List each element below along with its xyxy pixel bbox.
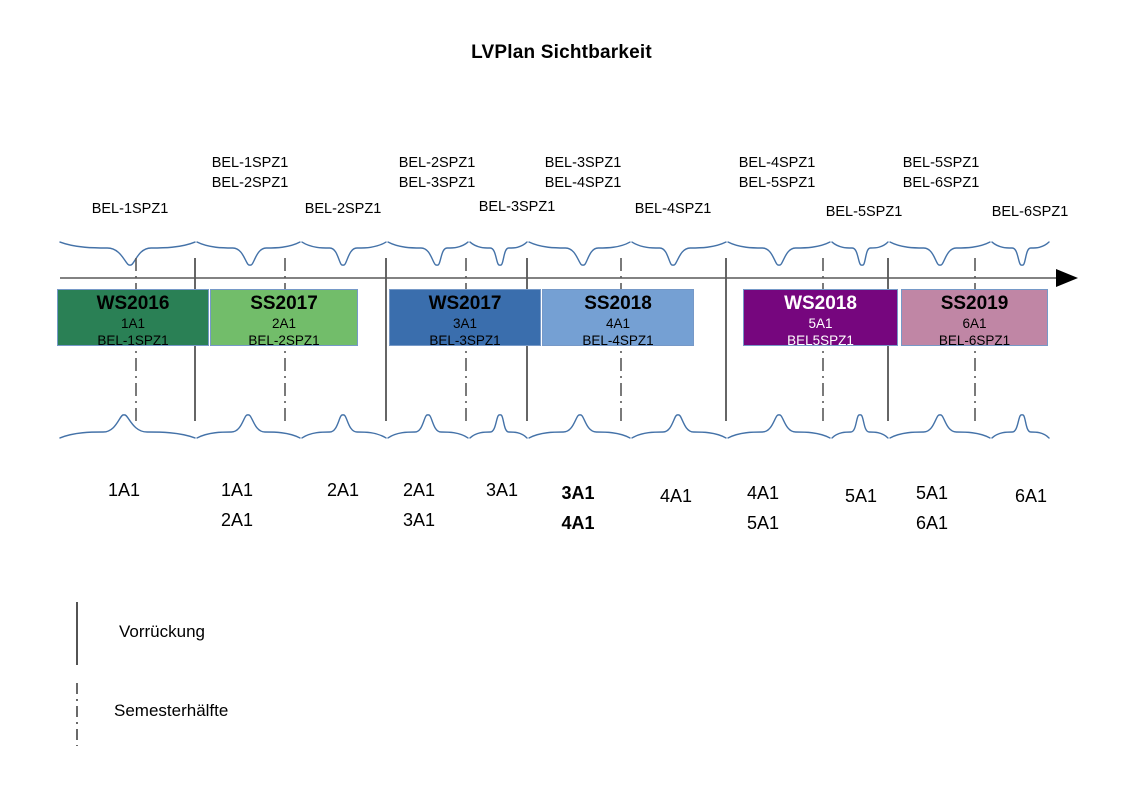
semester-code: 1A1 xyxy=(120,316,146,331)
bottom-brace-5 xyxy=(528,414,631,439)
bottom-label: 4A1 xyxy=(659,486,693,506)
top-label: BEL-3SPZ1 xyxy=(478,199,556,215)
legend-label-solid: Vorrückung xyxy=(119,622,205,641)
semester-name: WS2018 xyxy=(784,293,857,314)
top-label: BEL-4SPZ1 BEL-5SPZ1 xyxy=(738,155,816,191)
top-brace-7 xyxy=(727,241,831,266)
top-brace-10 xyxy=(991,241,1050,266)
top-brace-9 xyxy=(889,241,991,266)
top-braces xyxy=(59,241,1050,266)
bottom-brace-6 xyxy=(631,414,727,439)
bottom-brace-0 xyxy=(59,414,196,439)
top-brace-6 xyxy=(631,241,727,266)
semester-code: 6A1 xyxy=(962,316,987,331)
bottom-brace-2 xyxy=(301,414,387,439)
bottom-label: 6A1 xyxy=(1014,486,1048,506)
top-brace-5 xyxy=(528,241,631,266)
top-label: BEL-6SPZ1 xyxy=(991,204,1069,220)
top-brace-3 xyxy=(387,241,469,266)
bottom-label: 3A1 xyxy=(485,480,519,500)
semester-bel: BEL5SPZ1 xyxy=(787,333,854,346)
bottom-label: 2A1 xyxy=(326,480,360,500)
top-label: BEL-1SPZ1 BEL-2SPZ1 xyxy=(211,155,289,191)
semester-bel: BEL-3SPZ1 xyxy=(429,333,501,346)
axis-arrow-icon xyxy=(1056,269,1078,287)
semester-bel: BEL-4SPZ1 xyxy=(582,333,654,346)
top-label: BEL-2SPZ1 BEL-3SPZ1 xyxy=(398,155,476,191)
top-label: BEL-1SPZ1 xyxy=(91,201,169,217)
page-title: LVPlan Sichtbarkeit xyxy=(471,42,652,63)
bottom-label: 1A1 2A1 xyxy=(220,480,254,530)
top-label: BEL-3SPZ1 BEL-4SPZ1 xyxy=(544,155,622,191)
top-label: BEL-4SPZ1 xyxy=(634,201,712,217)
bottom-label: 3A1 4A1 xyxy=(561,483,595,533)
semester-code: 3A1 xyxy=(452,316,478,331)
semester-bel: BEL-2SPZ1 xyxy=(248,333,320,346)
semester-code: 2A1 xyxy=(271,316,297,331)
top-label: BEL-2SPZ1 xyxy=(304,201,382,217)
top-brace-8 xyxy=(831,241,889,266)
semester-name: WS2016 xyxy=(96,293,170,314)
bottom-braces xyxy=(59,414,1050,439)
semester-code: 4A1 xyxy=(605,316,631,331)
bottom-brace-8 xyxy=(831,414,889,439)
semester-bel: BEL-1SPZ1 xyxy=(97,333,169,346)
top-brace-0 xyxy=(59,241,196,266)
bottom-label: 2A1 3A1 xyxy=(402,480,436,530)
bottom-brace-9 xyxy=(889,414,991,439)
semester-name: SS2019 xyxy=(940,293,1009,314)
bottom-label: 5A1 6A1 xyxy=(915,483,949,533)
semester-bel: BEL-6SPZ1 xyxy=(938,333,1011,346)
top-brace-2 xyxy=(301,241,387,266)
bottom-brace-3 xyxy=(387,414,469,439)
timeline-axis xyxy=(60,269,1078,287)
bottom-label: 4A1 5A1 xyxy=(746,483,780,533)
semester-code: 5A1 xyxy=(808,316,833,331)
bottom-brace-7 xyxy=(727,414,831,439)
top-brace-1 xyxy=(196,241,301,266)
bottom-label: 1A1 xyxy=(107,480,141,500)
bottom-brace-1 xyxy=(196,414,301,439)
bottom-label: 5A1 xyxy=(844,486,878,506)
top-brace-4 xyxy=(469,241,528,266)
top-label: BEL-5SPZ1 xyxy=(825,204,903,220)
semester-name: SS2017 xyxy=(250,293,318,314)
top-label: BEL-5SPZ1 BEL-6SPZ1 xyxy=(902,155,980,191)
legend-label-dash-dot: Semesterhälfte xyxy=(114,701,229,720)
bottom-brace-4 xyxy=(469,414,528,439)
semester-name: WS2017 xyxy=(428,293,502,314)
semester-name: SS2018 xyxy=(584,293,652,314)
bottom-brace-10 xyxy=(991,414,1050,439)
